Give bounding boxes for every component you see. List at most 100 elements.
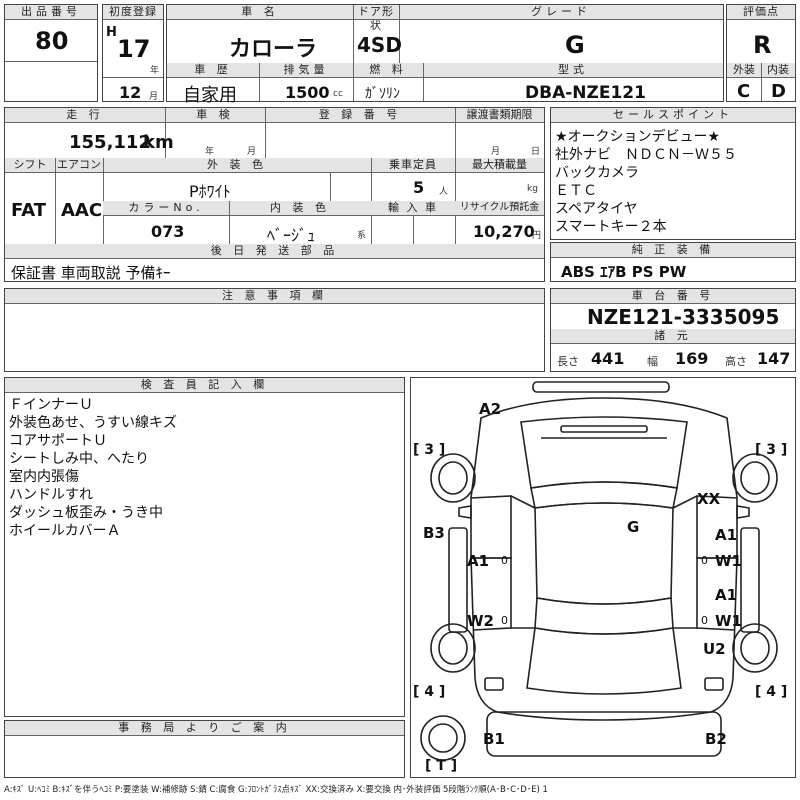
inspection-label: 車 検 [165,108,265,123]
inspector-line: ハンドルすれ [9,487,93,503]
inspection-year-unit: 年 [205,147,215,157]
load-unit: kg [527,184,538,194]
reg-month: 12 [119,83,142,102]
legend: A:ｷｽﾞ U:ﾍｺﾐ B:ｷｽﾞを伴うﾍｺﾐ P:要塗装 W:補修跡 S:錆 … [4,785,548,795]
door-type: 4SD [357,33,402,57]
notes-label: 注 意 事 項 欄 [5,289,544,304]
small-mark: 0 [701,554,708,567]
damage-mark: A1 [715,526,738,544]
height-value: 147 [757,349,791,368]
inspector-line: 外装色あせ、うすい線キズ [9,415,177,431]
office-box: 事 務 局 よ り ご 案 内 [4,720,405,778]
width-value: 169 [675,349,709,368]
sales-point-line: スペアタイヤ [555,201,638,217]
int-color-label: 内 装 色 [229,201,371,216]
inspector-label: 検 査 員 記 入 欄 [5,378,404,393]
mileage-value: 155,112 [69,132,151,153]
import-label: 輸 入 車 [371,201,455,216]
grade: G [565,31,585,59]
lot-label: 出品番号 [5,5,97,20]
displacement-label: 排気量 [259,63,353,78]
grade-label: グレード [399,5,723,20]
factory-equipment-box: 純 正 装 備 ABS ｴｱB PS PW [550,242,796,282]
lot-box: 出品番号 80 [4,4,98,102]
damage-diagram-box: A2 XX G B3 A1 A1 W1 A1 W1 W2 U2 B1 B2 0 … [410,377,796,778]
damage-mark: A2 [479,400,502,418]
load-label: 最大積載量 [455,158,544,173]
sales-point-line: バックカメラ [555,165,639,181]
fuel-value: ｶﾞｿﾘﾝ [365,86,400,102]
specs-label: 諸 元 [551,329,795,344]
displacement-value: 1500 [285,83,330,102]
interior-grade: D [771,81,786,102]
history-value: 自家用 [183,85,237,106]
overall-score: R [753,31,772,59]
lot-number: 80 [35,27,69,55]
first-registration-box: 初度登録 H 17 年 12 月 [102,4,164,102]
sales-point-line: ★オークションデビュー★ [555,129,721,145]
small-mark: 0 [501,614,508,627]
model-label: 型式 [423,63,723,78]
car-outline-diagram [420,381,778,761]
ac-value: AAC [61,200,103,221]
exterior-label: 外装 [727,63,761,78]
seats-label: 乗車定員 [371,158,455,173]
transfer-month-unit: 月 [491,147,501,157]
tire-depth-rear-left: [ 4 ] [413,684,446,700]
damage-mark: B1 [483,730,505,748]
height-label: 高さ [725,355,747,368]
ac-label: エアコン [55,158,103,173]
vehicle-details-box: 走 行 車 検 登 録 番 号 譲渡書類期限 155,112 km 年 月 月 … [4,107,545,282]
shift-label: シフト [5,158,55,173]
score-label: 評価点 [727,5,795,20]
tire-depth-rear-right: [ 4 ] [755,684,788,700]
small-mark: 0 [501,554,508,567]
tire-depth-front-right: [ 3 ] [755,442,788,458]
sales-points-box: セールスポイント ★オークションデビュー★ 社外ナビ ＮＤＣＮ－Ｗ５５ バックカ… [550,107,796,240]
damage-mark: U2 [703,640,726,658]
color-no-label: カラーNo. [103,201,229,216]
shift-value: FAT [11,200,47,221]
damage-mark: B2 [705,730,727,748]
transfer-label: 譲渡書類期限 [455,108,544,123]
spare-tire-label: [ T ] [425,758,458,774]
recycle-label: リサイクル預託金 [455,201,544,216]
chassis-label: 車 台 番 号 [551,289,795,304]
damage-mark: G [627,518,640,536]
later-parts-value: 保証書 車両取説 予備ｷｰ [11,264,171,282]
inspector-box: 検 査 員 記 入 欄 ＦインナーＵ 外装色あせ、うすい線キズ コアサポートＵ … [4,377,405,717]
office-label: 事 務 局 よ り ご 案 内 [5,721,404,736]
damage-mark: XX [697,490,721,508]
year-unit: 年 [150,66,160,76]
sales-point-line: ＥＴＣ [555,183,597,199]
seats-value: 5 [413,178,425,197]
factory-equipment-value: ABS ｴｱB PS PW [561,263,687,281]
recycle-value: 10,270 [473,222,535,241]
plate-label: 登 録 番 号 [265,108,455,123]
car-info-box: 車 名 ドア形状 グレード カローラ 4SD G 車 歴 排気量 燃 料 型式 … [166,4,724,106]
displacement-unit: cc [333,89,343,99]
car-name: カローラ [229,37,318,62]
inspector-line: ＦインナーＵ [9,397,93,413]
score-box: 評価点 R 外装 内装 C D [726,4,796,102]
model-code: DBA-NZE121 [525,83,646,103]
width-label: 幅 [647,355,658,368]
inspector-line: 室内内張傷 [9,469,79,485]
small-mark: 0 [701,614,708,627]
ext-color-label: 外 装 色 [103,158,371,173]
factory-equipment-label: 純 正 装 備 [551,243,795,258]
sales-point-line: 社外ナビ ＮＤＣＮ－Ｗ５５ [555,147,737,163]
fuel-label: 燃 料 [353,63,423,78]
inspector-line: ホイールカバーＡ [9,523,121,539]
damage-mark: W1 [715,612,742,630]
history-label: 車 歴 [167,63,259,78]
first-reg-label: 初度登録 [103,5,163,20]
inspector-line: コアサポートＵ [9,433,107,449]
int-color-value: ﾍﾞｰｼﾞｭ [267,226,316,245]
transfer-day-unit: 日 [531,147,541,157]
notes-box: 注 意 事 項 欄 [4,288,545,372]
length-label: 長さ [557,355,579,368]
ext-color-value: Pﾎﾜｲﾄ [189,182,231,201]
damage-mark: A1 [715,586,738,604]
mileage-unit: km [143,132,174,153]
